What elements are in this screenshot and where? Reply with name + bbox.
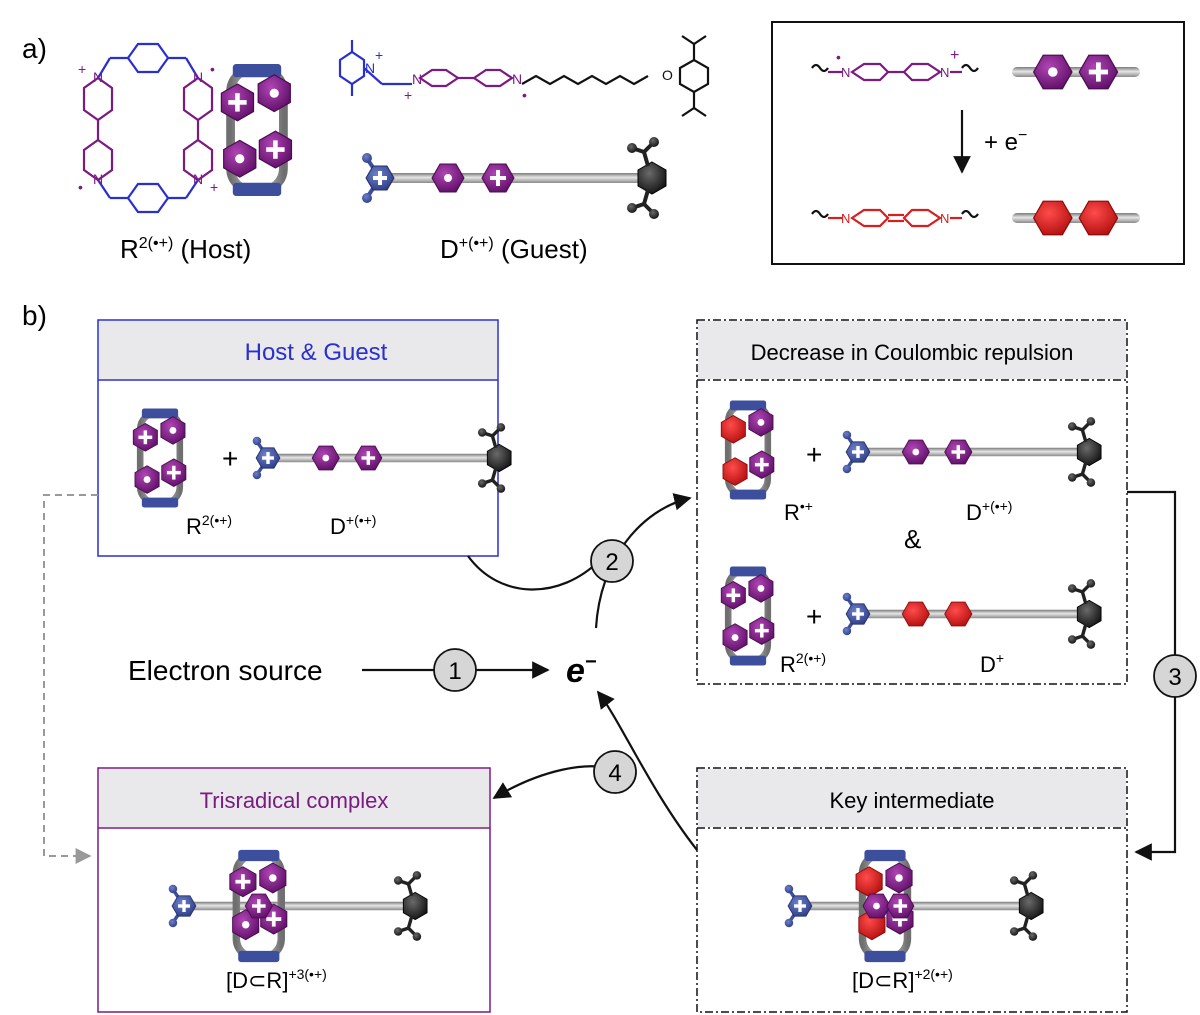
reduced-guest-label: D+ <box>980 650 1004 677</box>
charge-plus: + <box>404 87 412 103</box>
host-guest-box: Host & Guest + R2(•+) D+(•+) <box>97 319 513 557</box>
atom-o: O <box>662 67 673 83</box>
step-1-badge: 1 <box>433 648 477 692</box>
coulombic-box: Decrease in Coulombic repulsion + R•+ D+… <box>696 319 1128 685</box>
plus-sign: + <box>806 601 822 632</box>
plus-sign: + <box>222 443 238 474</box>
charge-plus: + <box>210 179 218 195</box>
host-model <box>220 64 293 196</box>
guest-label: D+(•+) <box>966 498 1012 525</box>
ampersand: & <box>904 524 921 554</box>
svg-text:1: 1 <box>448 658 461 685</box>
key-intermediate-box: Key intermediate [D⊂R]+2(•+) <box>696 767 1128 1013</box>
box-title: Key intermediate <box>829 788 994 813</box>
guest-model-reduced <box>841 577 1103 651</box>
host-label: R2(•+) <box>780 650 826 677</box>
panel-b-label: b) <box>22 300 47 331</box>
box-title: Host & Guest <box>245 339 388 366</box>
radical-dot: • <box>522 87 527 103</box>
panel-a-label: a) <box>22 33 47 64</box>
step-4-badge: 4 <box>593 750 637 794</box>
electron-symbol: e− <box>566 651 597 690</box>
reduction-step-label: + e− <box>984 127 1027 156</box>
host-label: R2(•+) <box>186 512 232 539</box>
intermediate-model <box>783 850 1045 962</box>
charge-plus: + <box>78 61 86 77</box>
box-title: Decrease in Coulombic repulsion <box>751 340 1074 365</box>
atom-n: N <box>940 211 949 226</box>
reduction-inset: N N • + + e− N N <box>771 21 1185 265</box>
guest-model <box>250 421 513 495</box>
complex-model <box>166 850 429 962</box>
guest-structure <box>338 35 710 117</box>
step-2-arrow <box>594 493 692 629</box>
intermediate-caption: [D⊂R]+2(•+) <box>852 966 953 993</box>
direct-pathway-arrow <box>43 494 98 864</box>
host-structure-labels: N N N N + • • + <box>78 61 218 195</box>
charge-plus: + <box>375 47 383 63</box>
charge-plus: + <box>950 47 959 64</box>
box-title: Trisradical complex <box>200 788 389 813</box>
atom-n: N <box>940 65 949 80</box>
svg-text:3: 3 <box>1168 664 1181 691</box>
guest-structure-labels: N + N + N • O <box>365 47 673 103</box>
atom-n: N <box>841 65 850 80</box>
svg-text:2: 2 <box>605 549 618 576</box>
atom-n: N <box>512 71 522 87</box>
atom-n: N <box>93 69 103 85</box>
atom-n: N <box>841 211 850 226</box>
radical-dot: • <box>78 179 83 195</box>
complex-caption: [D⊂R]+3(•+) <box>226 966 327 993</box>
radical-dot: • <box>210 61 215 77</box>
atom-n: N <box>193 171 203 187</box>
electron-source-label: Electron source <box>128 655 323 686</box>
host-caption: R2(•+) (Host) <box>120 234 251 264</box>
plus-sign: + <box>806 439 822 470</box>
guest-model <box>360 135 668 221</box>
radical-dot: • <box>836 49 841 65</box>
step-4-to-electron-arrow <box>596 690 698 851</box>
step-2-badge: 2 <box>590 539 634 583</box>
reduced-host-label: R•+ <box>784 498 813 525</box>
guest-label: D+(•+) <box>330 512 376 539</box>
step-2-curve <box>467 555 601 591</box>
trisradical-box: Trisradical complex [D⊂R]+3(•+) <box>97 767 491 1013</box>
guest-model <box>841 415 1103 489</box>
atom-n: N <box>365 60 375 76</box>
atom-n: N <box>193 69 203 85</box>
atom-n: N <box>412 71 422 87</box>
atom-n: N <box>93 171 103 187</box>
svg-text:4: 4 <box>608 760 621 787</box>
host-structure <box>82 42 214 214</box>
step-3-badge: 3 <box>1153 654 1197 698</box>
guest-caption: D+(•+) (Guest) <box>440 234 588 264</box>
